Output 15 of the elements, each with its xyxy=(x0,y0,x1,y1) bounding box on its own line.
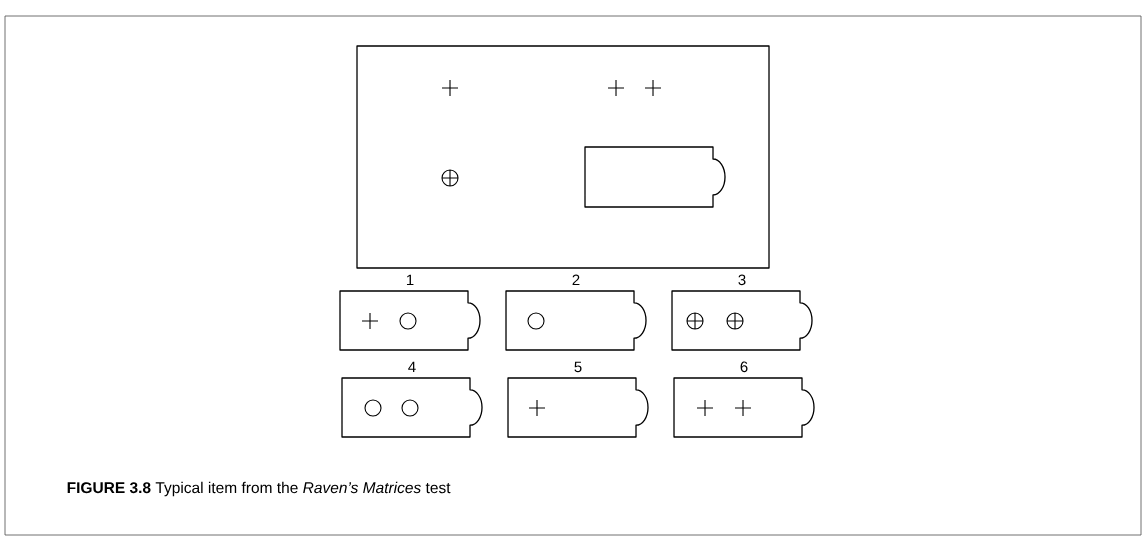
figure-caption: FIGURE 3.8 Typical item from the Raven’s Matrices test xyxy=(67,481,451,497)
answer-piece xyxy=(671,290,813,351)
option-number: 3 xyxy=(738,274,746,286)
option-number: 4 xyxy=(408,361,416,372)
answer-piece xyxy=(341,377,483,438)
missing-piece-slot xyxy=(584,146,726,208)
option-number: 6 xyxy=(740,361,748,373)
answer-piece xyxy=(673,377,815,438)
option-number: 1 xyxy=(407,274,414,285)
answer-piece xyxy=(507,377,649,438)
matrix-box xyxy=(356,45,770,269)
option-number: 2 xyxy=(572,274,580,285)
answer-piece xyxy=(339,290,481,351)
option-number: 5 xyxy=(574,361,582,373)
answer-piece xyxy=(505,290,647,351)
